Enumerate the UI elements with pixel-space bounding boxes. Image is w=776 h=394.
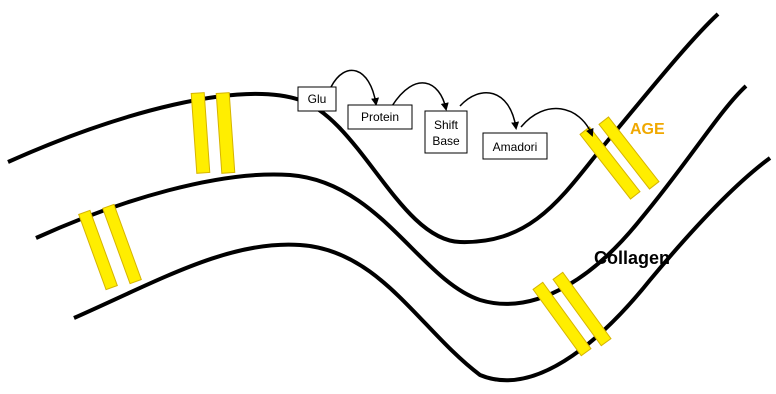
step-glu: Glu bbox=[298, 87, 336, 111]
step-amadori: Amadori bbox=[483, 133, 547, 159]
crosslink-bottom-right bbox=[533, 272, 611, 355]
crosslink-top-left bbox=[191, 93, 235, 174]
step-protein-label: Protein bbox=[361, 110, 399, 124]
step-shift-base-label-line1: Shift bbox=[434, 118, 459, 132]
curved-arrow-icon bbox=[521, 109, 592, 135]
step-glu-label: Glu bbox=[308, 92, 327, 106]
collagen-label: Collagen bbox=[594, 248, 670, 268]
curved-arrow-icon bbox=[331, 70, 376, 104]
step-amadori-label: Amadori bbox=[493, 140, 538, 154]
step-shift-base: Shift Base bbox=[425, 111, 467, 153]
curved-arrow-icon bbox=[460, 93, 516, 128]
age-label: AGE bbox=[630, 121, 665, 138]
step-protein: Protein bbox=[348, 105, 412, 129]
collagen-strand-bottom bbox=[74, 158, 770, 380]
crosslink-left bbox=[79, 204, 142, 289]
step-shift-base-label-line2: Base bbox=[432, 134, 460, 148]
